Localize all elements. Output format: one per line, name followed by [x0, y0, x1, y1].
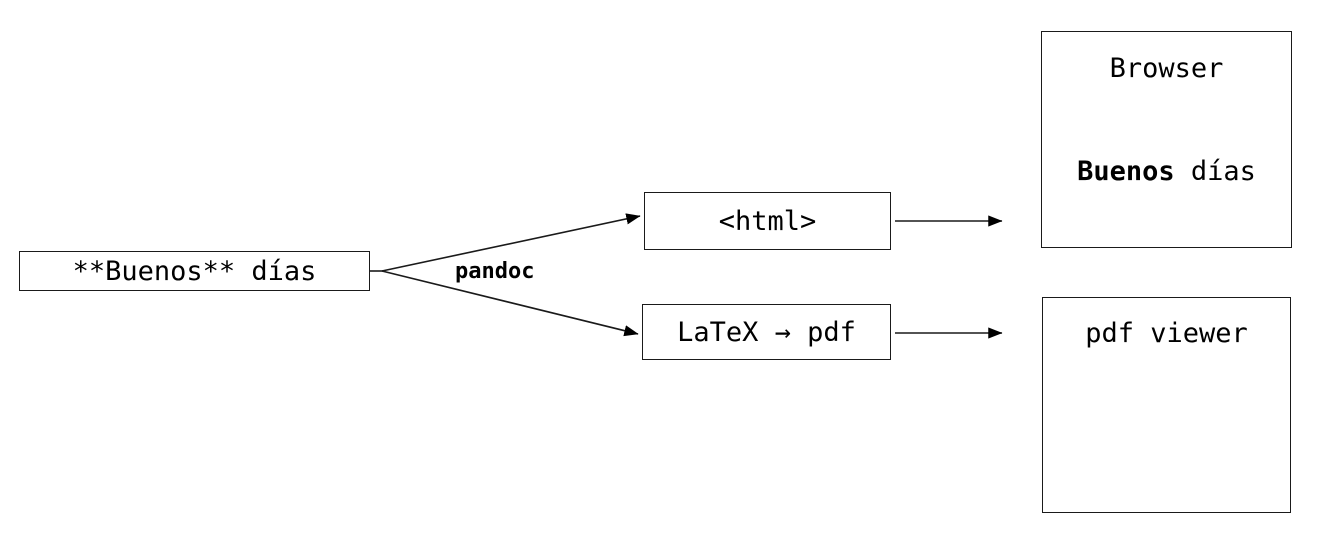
browser-rendered-rest: días: [1174, 156, 1256, 187]
browser-title: Browser: [1109, 53, 1224, 84]
html-format-label: <html>: [718, 205, 817, 237]
latex-pdf-format-label: LaTeX → pdf: [677, 316, 856, 348]
browser-rendered-bold-word: Buenos: [1077, 156, 1175, 187]
source-markdown-box: **Buenos** días: [19, 251, 370, 291]
pdf-viewer-output-box: pdf viewer Buenos días: [1042, 297, 1291, 513]
pandoc-edge-label: pandoc: [455, 259, 535, 284]
pdf-viewer-title: pdf viewer: [1085, 318, 1248, 349]
source-markdown-label: **Buenos** días: [72, 255, 317, 287]
browser-output-box: Browser Buenos días: [1041, 31, 1292, 248]
html-format-box: <html>: [644, 192, 891, 250]
browser-rendered-text: Buenos días: [1042, 158, 1291, 185]
latex-pdf-format-box: LaTeX → pdf: [642, 304, 891, 360]
